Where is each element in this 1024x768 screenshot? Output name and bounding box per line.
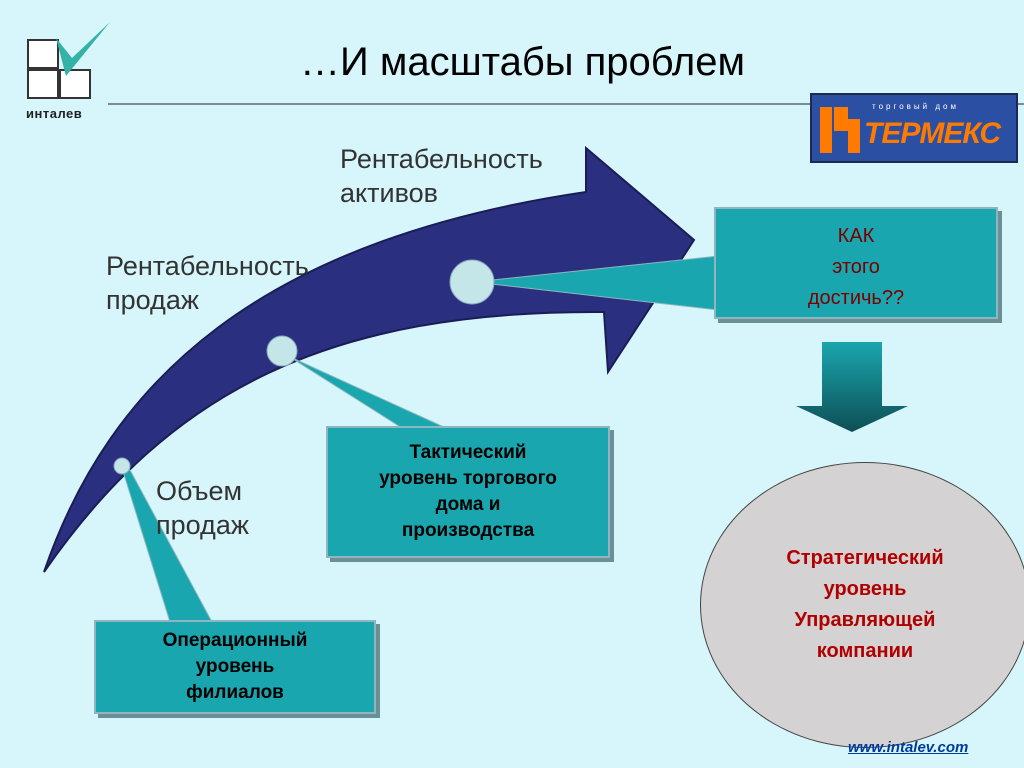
termeks-k-icon — [820, 107, 860, 153]
strategic-level-ellipse: Стратегический уровень Управляющей компа… — [700, 462, 1024, 748]
box-tactical-level: Тактический уровень торгового дома и про… — [326, 426, 610, 558]
marker-circle-small — [113, 457, 131, 475]
label-sales-volume: Объем продаж — [156, 476, 249, 540]
brand-subtitle: торговый дом — [872, 102, 959, 111]
marker-circle-large — [449, 259, 495, 305]
intalev-logo-icon — [27, 22, 110, 99]
box-operational-level: Операционный уровень филиалов — [94, 620, 376, 714]
logo-text: инталев — [26, 106, 83, 121]
brand-name: ТЕРМЕКС — [864, 117, 1001, 150]
label-sales-profitability: Рентабельность продаж — [106, 251, 309, 315]
down-arrow-icon — [796, 342, 908, 432]
website-link[interactable]: www.intalev.com — [848, 739, 969, 756]
callout-pointer-tactical — [281, 351, 447, 429]
marker-circle-medium — [266, 335, 298, 367]
title-divider — [108, 103, 1024, 105]
curved-arrow — [43, 145, 696, 573]
termeks-logo: торговый дом ТЕРМЕКС — [810, 93, 1018, 163]
label-assets-profitability: Рентабельность активов — [340, 144, 543, 208]
page-title: …И масштабы проблем — [300, 40, 745, 84]
box-how-to-achieve: КАК этого достичь?? — [714, 207, 998, 319]
